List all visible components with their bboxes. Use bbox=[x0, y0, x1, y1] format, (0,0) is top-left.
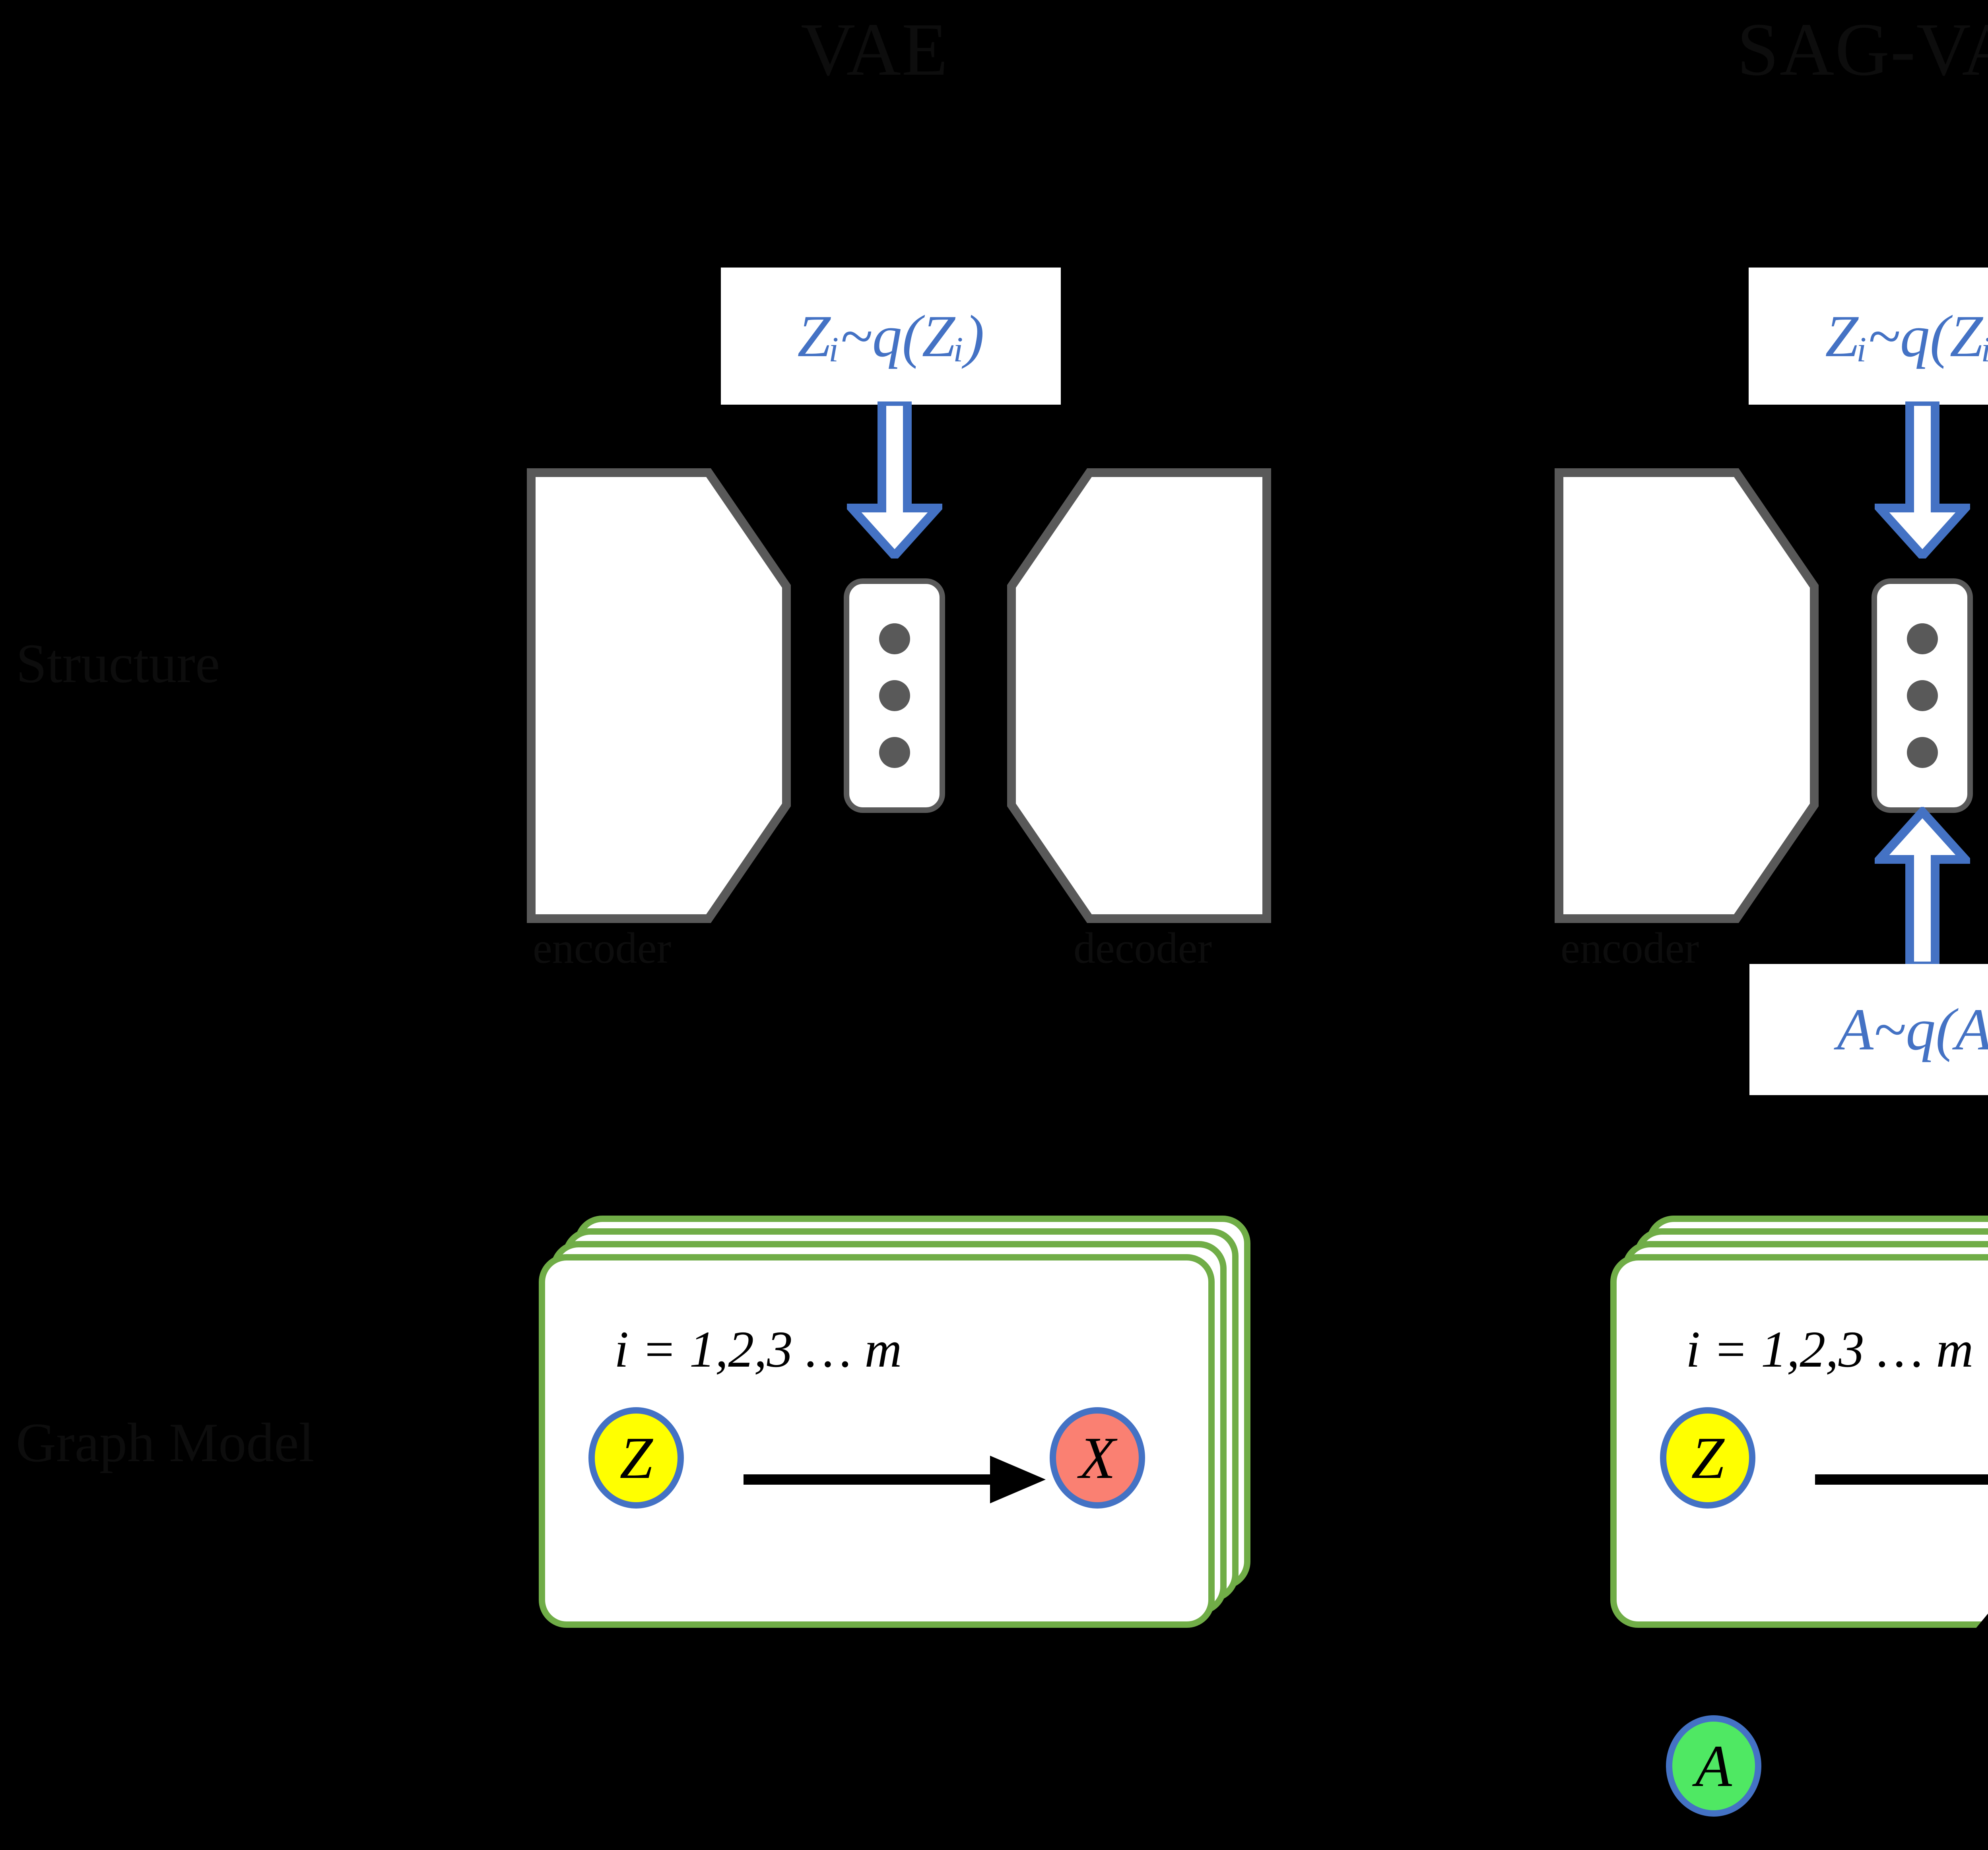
vae-latent-formula-text: Zᵢ~q(Zᵢ) bbox=[797, 303, 984, 369]
sagvae-latent-formula-box: Zᵢ~q(Zᵢ) bbox=[1749, 268, 1988, 405]
sagvae-encoder-shape bbox=[1555, 468, 1819, 923]
vae-decoder-label: decoder bbox=[1074, 924, 1212, 972]
sagvae-node-z-label: Z bbox=[1691, 1425, 1724, 1491]
vae-node-x: X bbox=[1050, 1407, 1145, 1509]
vae-plate-index-label: i = 1,2,3 … m bbox=[614, 1321, 902, 1378]
sagvae-adjacency-arrow-up-icon bbox=[1875, 807, 1970, 966]
sagvae-adjacency-formula-text: A~q(A) bbox=[1837, 997, 1988, 1063]
sagvae-node-a-label: A bbox=[1695, 1733, 1732, 1799]
vae-edge-z-to-x bbox=[744, 1456, 1046, 1503]
sagvae-plate-index-label: i = 1,2,3 … m bbox=[1686, 1321, 1974, 1378]
vae-node-x-label: X bbox=[1079, 1425, 1116, 1491]
sagvae-encoder-label: encoder bbox=[1561, 924, 1699, 972]
column-title-sagvae: SAG-VAE bbox=[1737, 8, 1988, 91]
latent-dot-2 bbox=[1906, 680, 1938, 711]
sagvae-node-z: Z bbox=[1660, 1407, 1755, 1509]
latent-dot-3 bbox=[1906, 737, 1938, 768]
sagvae-node-a: A bbox=[1666, 1715, 1761, 1817]
latent-dot-2 bbox=[879, 680, 910, 711]
row-title-structure: Structure bbox=[16, 633, 220, 694]
row-title-graph-model: Graph Model bbox=[16, 1412, 315, 1474]
vae-decoder-shape bbox=[1007, 468, 1271, 923]
latent-dot-1 bbox=[879, 623, 910, 654]
vae-latent-code-box bbox=[844, 578, 945, 813]
sagvae-edge-a-to-x bbox=[1888, 1613, 1988, 1741]
vae-encoder-shape bbox=[527, 468, 791, 923]
latent-dot-1 bbox=[1906, 623, 1938, 654]
sagvae-latent-formula-text: Zᵢ~q(Zᵢ) bbox=[1825, 303, 1988, 369]
sagvae-latent-arrow-down-icon bbox=[1875, 401, 1970, 558]
sagvae-latent-code-box bbox=[1872, 578, 1973, 813]
vae-node-z-label: Z bbox=[619, 1425, 653, 1491]
vae-encoder-label: encoder bbox=[533, 924, 672, 972]
column-title-vae: VAE bbox=[801, 8, 949, 91]
sagvae-adjacency-formula-box: A~q(A) bbox=[1749, 964, 1988, 1095]
sagvae-edge-z-to-x bbox=[1815, 1474, 1988, 1485]
vae-latent-formula-box: Zᵢ~q(Zᵢ) bbox=[721, 268, 1061, 405]
vae-latent-arrow-down-icon bbox=[847, 401, 942, 558]
latent-dot-3 bbox=[879, 737, 910, 768]
vae-node-z: Z bbox=[588, 1407, 684, 1509]
